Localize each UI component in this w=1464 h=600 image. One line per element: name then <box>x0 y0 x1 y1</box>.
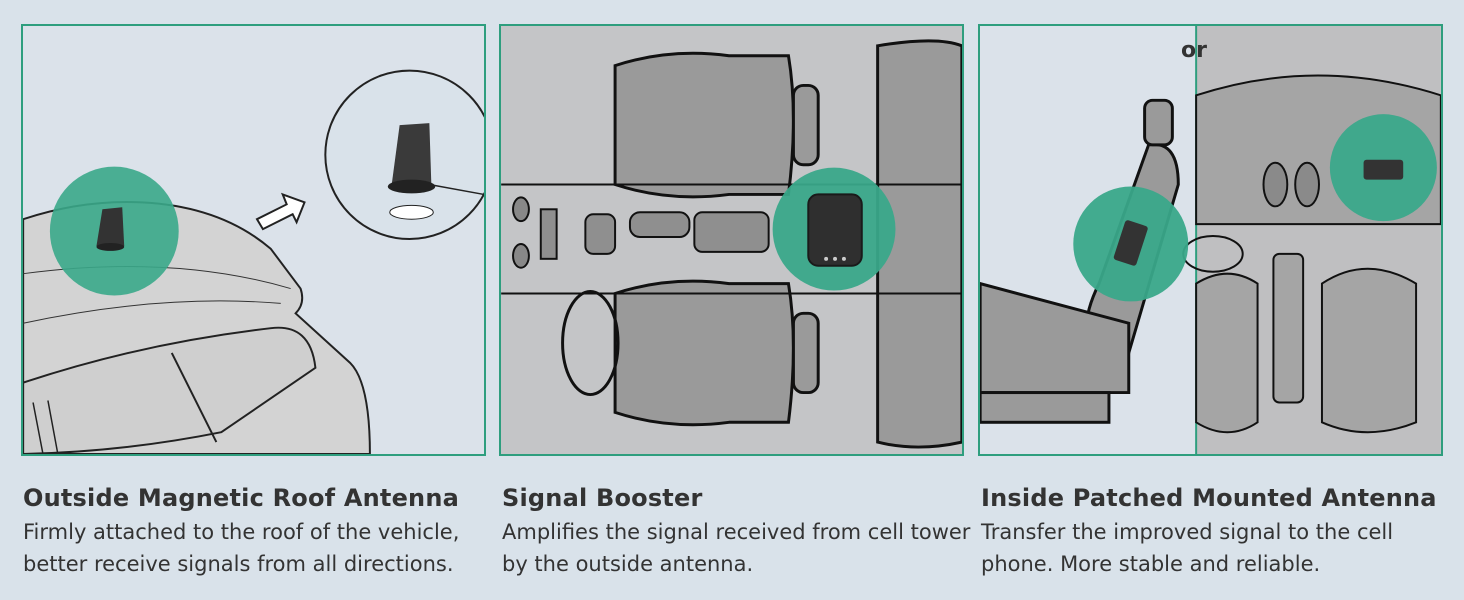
patch-antenna-icon <box>1113 220 1148 266</box>
arrow-icon <box>255 192 306 231</box>
patch-antenna-illustration <box>978 24 1443 456</box>
car-roof-drawing <box>23 69 484 454</box>
caption-roof-antenna: Outside Magnetic Roof Antenna Firmly att… <box>23 484 493 580</box>
car-interior-topview <box>501 26 962 454</box>
caption-description: Amplifies the signal received from cell … <box>502 520 971 576</box>
caption-title: Inside Patched Mounted Antenna <box>981 484 1437 512</box>
caption-patch-antenna: Inside Patched Mounted Antenna Transfer … <box>981 484 1451 580</box>
caption-title: Signal Booster <box>502 484 703 512</box>
signal-booster-illustration <box>499 24 964 456</box>
roof-antenna-icon <box>96 207 125 251</box>
signal-booster-icon <box>807 193 863 267</box>
or-label: or <box>1181 38 1207 63</box>
dash-patch-antenna-icon <box>1363 159 1404 180</box>
roof-antenna-illustration <box>21 24 486 456</box>
caption-description: Firmly attached to the roof of the vehic… <box>23 520 460 576</box>
caption-signal-booster: Signal Booster Amplifies the signal rece… <box>502 484 972 580</box>
interior-seat-dash-drawing <box>980 26 1441 454</box>
caption-title: Outside Magnetic Roof Antenna <box>23 484 460 512</box>
caption-description: Transfer the improved signal to the cell… <box>981 520 1394 576</box>
